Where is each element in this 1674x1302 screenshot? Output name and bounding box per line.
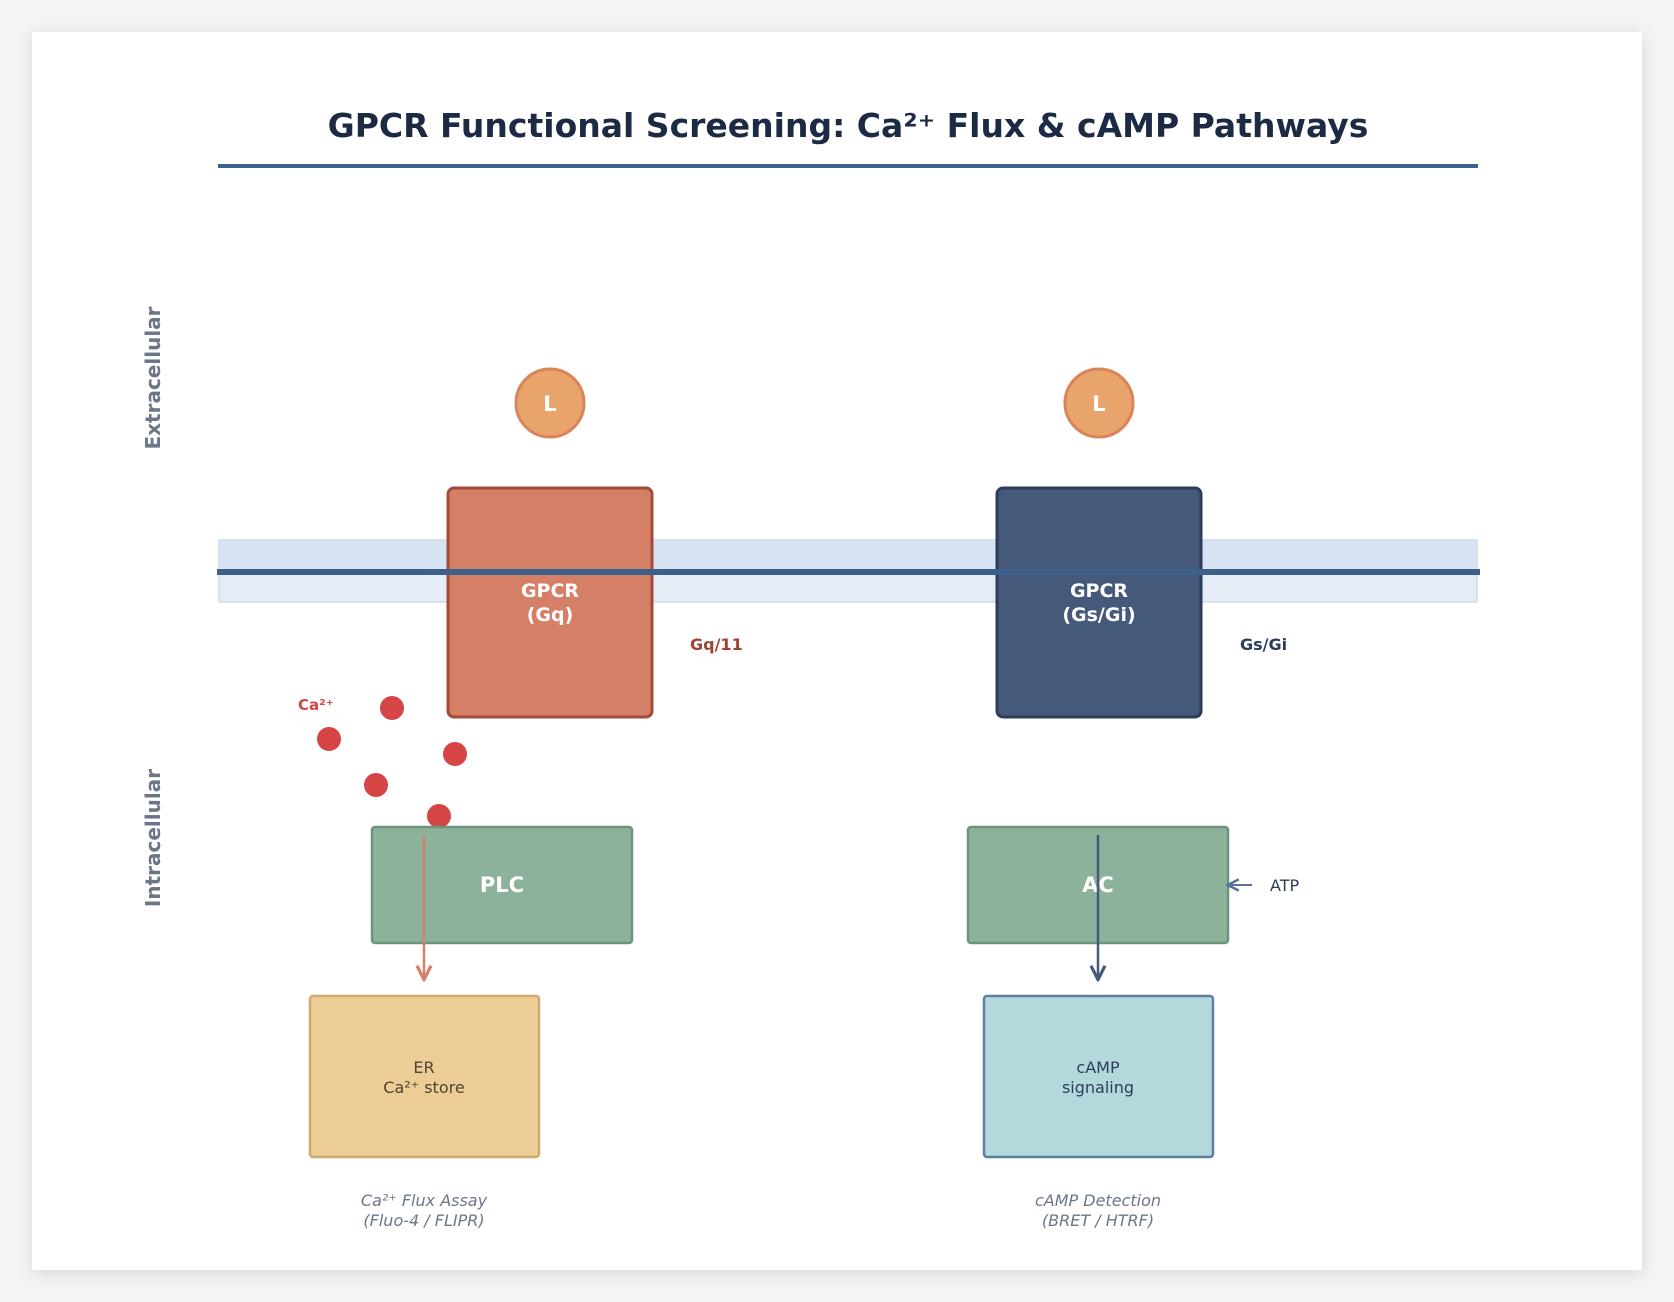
gpcr-gq-label-line1: GPCR (521, 580, 579, 602)
gpcr-gs-label-line1: GPCR (1070, 580, 1128, 602)
g-protein-label-gs: Gs/Gi (1240, 635, 1287, 654)
er-store-label-line2: Ca²⁺ store (383, 1078, 464, 1097)
gpcr-gs-label-line2: (Gs/Gi) (1062, 604, 1135, 626)
region-label-extracellular: Extracellular (141, 306, 165, 449)
calcium-ion-dot-icon (380, 696, 404, 720)
gs-assay-caption-line1: cAMP Detection (1035, 1191, 1161, 1210)
gq-assay-caption-line1: Ca²⁺ Flux Assay (361, 1191, 488, 1210)
er-calcium-store-box (308, 994, 541, 1159)
plc-effector-box (370, 825, 634, 945)
gpcr-gq-label-line2: (Gq) (527, 604, 574, 626)
atp-label: ATP (1270, 876, 1299, 895)
membrane-band-lower (219, 571, 1477, 602)
er-store-label-line1: ER (413, 1058, 434, 1077)
camp-signaling-box (982, 994, 1215, 1159)
gs-assay-caption-line2: (BRET / HTRF) (1042, 1211, 1154, 1230)
membrane-band-upper (219, 540, 1477, 571)
ligand-circle-icon (514, 367, 586, 439)
calcium-ion-dot-icon (317, 727, 341, 751)
calcium-ion-dot-icon (443, 742, 467, 766)
page-title: GPCR Functional Screening: Ca²⁺ Flux & c… (328, 106, 1369, 145)
g-protein-label-gq: Gq/11 (690, 635, 743, 654)
calcium-ion-label: Ca²⁺ (298, 696, 334, 714)
diagram-card (32, 32, 1642, 1270)
ligand-label-gq: L (543, 392, 556, 416)
ligand-circle-icon (1063, 367, 1135, 439)
calcium-ion-dot-icon (427, 804, 451, 828)
region-label-intracellular: Intracellular (141, 769, 165, 907)
gpcr-gs-receptor (995, 486, 1203, 719)
camp-label-line2: signaling (1062, 1078, 1134, 1097)
gq-assay-caption-line2: (Fluo-4 / FLIPR) (363, 1211, 484, 1230)
gpcr-gq-receptor (446, 486, 654, 719)
camp-label-line1: cAMP (1076, 1058, 1120, 1077)
plc-effector-label: PLC (480, 873, 524, 897)
ligand-label-gs: L (1092, 392, 1105, 416)
calcium-ion-dot-icon (364, 773, 388, 797)
